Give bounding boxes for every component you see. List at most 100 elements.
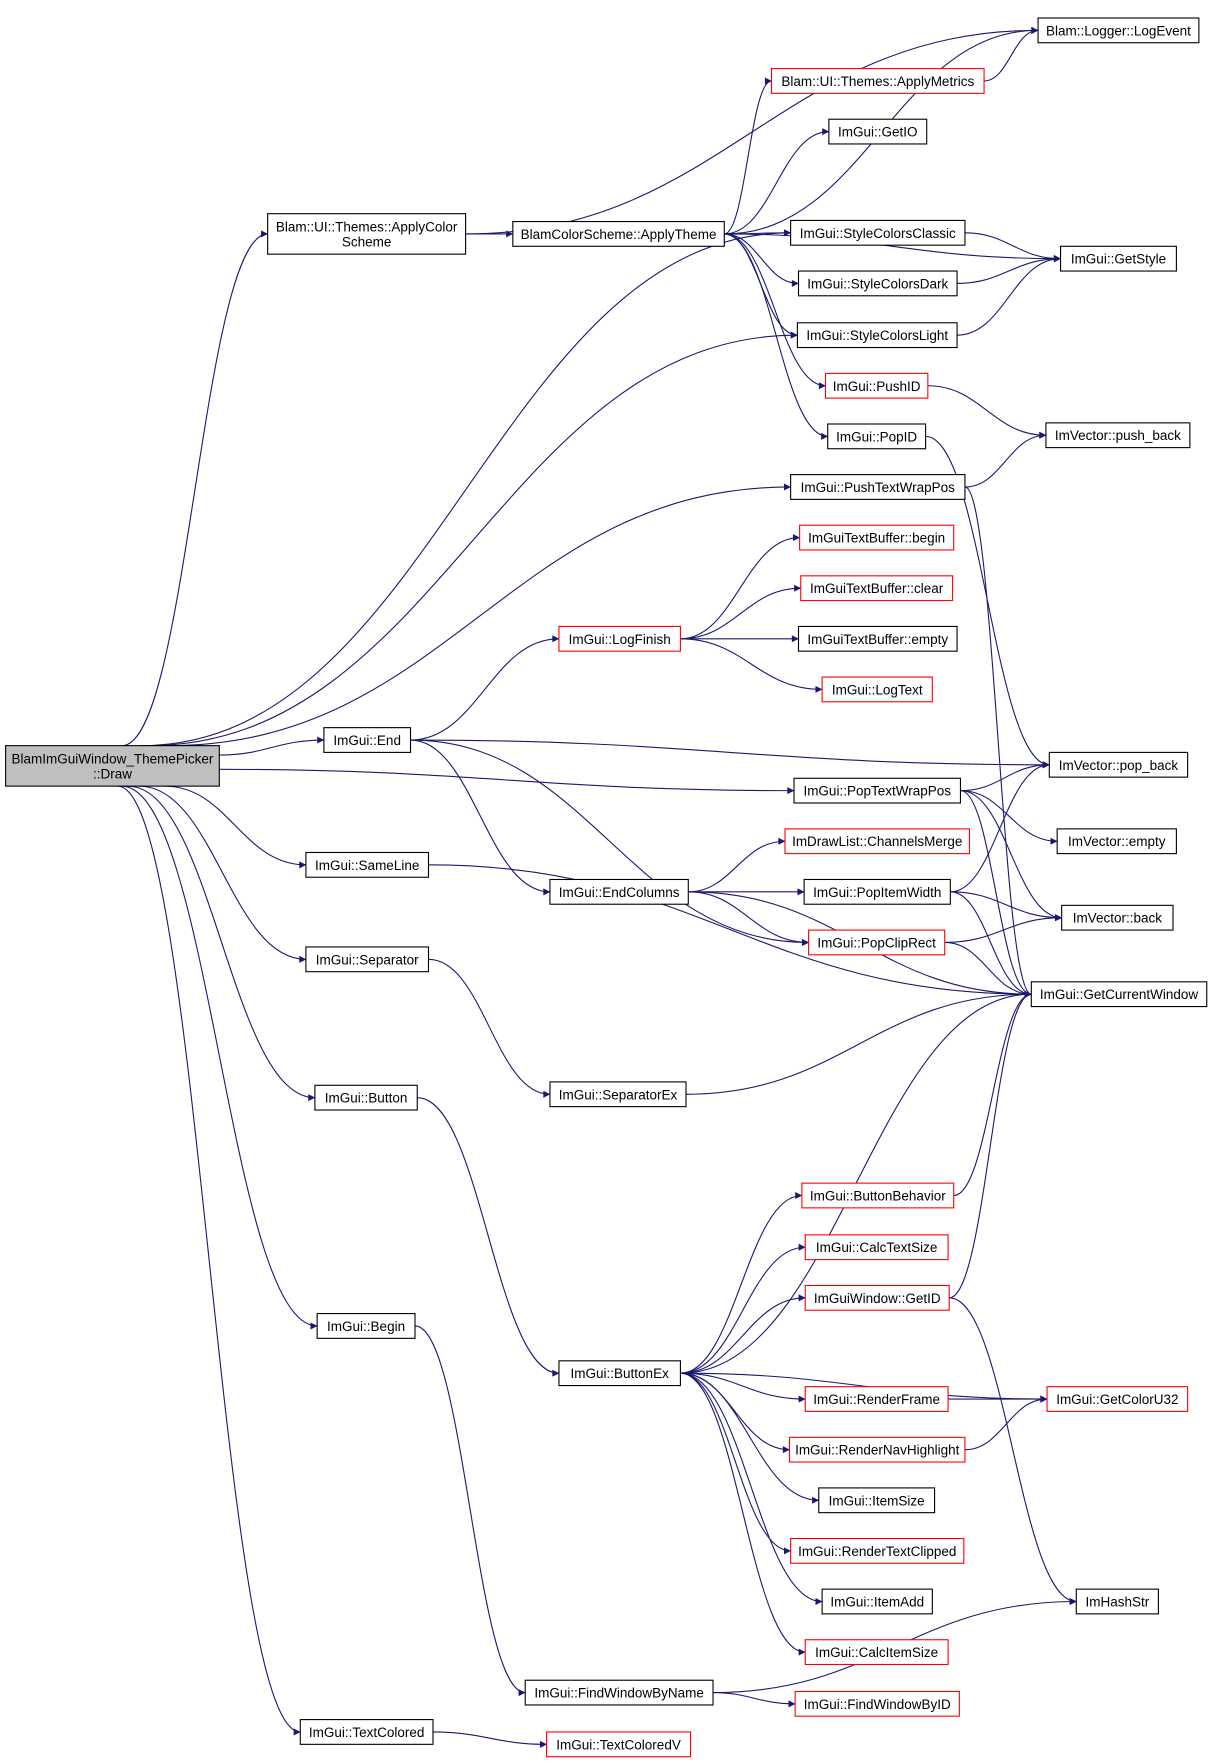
edge-begin-to-findWindowByName bbox=[414, 1325, 526, 1697]
node-logFinish[interactable]: ImGui::LogFinish bbox=[558, 625, 681, 652]
node-box bbox=[267, 213, 467, 255]
node-popID[interactable]: ImGui::PopID bbox=[827, 423, 927, 450]
node-calcItemSize[interactable]: ImGui::CalcItemSize bbox=[804, 1639, 949, 1666]
edge-draw-to-pushTextWrapPos bbox=[168, 483, 791, 747]
node-imHashStr[interactable]: ImHashStr bbox=[1075, 1588, 1159, 1615]
node-label: ImGui::StyleColorsDark bbox=[807, 276, 948, 291]
node-tbEmpty[interactable]: ImGuiTextBuffer::empty bbox=[797, 625, 958, 652]
node-separator[interactable]: ImGui::Separator bbox=[305, 946, 430, 973]
node-applyMetrics[interactable]: Blam::UI::Themes::ApplyMetrics bbox=[770, 68, 985, 94]
node-label: ImDrawList::ChannelsMerge bbox=[792, 834, 962, 849]
node-popItemWidth[interactable]: ImGui::PopItemWidth bbox=[803, 878, 951, 905]
node-pushTextWrapPos[interactable]: ImGui::PushTextWrapPos bbox=[790, 474, 966, 500]
node-box bbox=[796, 322, 958, 349]
node-box bbox=[828, 118, 928, 145]
node-colorsClassic[interactable]: ImGui::StyleColorsClassic bbox=[790, 219, 966, 246]
node-label: ImGui::PopItemWidth bbox=[813, 885, 941, 900]
edge-logFinish-to-tbClear bbox=[680, 584, 802, 640]
node-endColumns[interactable]: ImGui::EndColumns bbox=[549, 878, 689, 905]
edge-findWindowByName-to-findWindowByID bbox=[713, 1692, 796, 1708]
node-getStyle[interactable]: ImGui::GetStyle bbox=[1059, 245, 1177, 272]
node-begin[interactable]: ImGui::Begin bbox=[316, 1313, 416, 1339]
node-getCurrentWindow[interactable]: ImGui::GetCurrentWindow bbox=[1030, 981, 1208, 1008]
node-getColorU32[interactable]: ImGui::GetColorU32 bbox=[1046, 1386, 1189, 1412]
node-popClipRect[interactable]: ImGui::PopClipRect bbox=[808, 929, 946, 956]
edge-popTextWrapPos-to-vecEmpty bbox=[960, 790, 1058, 845]
edge-logFinish-to-logText bbox=[680, 638, 823, 693]
node-label: ImGui::PopClipRect bbox=[817, 935, 936, 950]
node-box bbox=[558, 1360, 681, 1387]
node-end[interactable]: ImGui::End bbox=[323, 727, 412, 753]
node-itemSize[interactable]: ImGui::ItemSize bbox=[818, 1487, 936, 1514]
node-box bbox=[803, 878, 951, 905]
edge-buttonEx-to-buttonBehavior bbox=[680, 1192, 803, 1374]
node-logText[interactable]: ImGui::LogText bbox=[821, 676, 933, 703]
edge-draw-to-popTextWrapPos bbox=[219, 768, 795, 795]
node-tbClear[interactable]: ImGuiTextBuffer::clear bbox=[800, 575, 954, 602]
edge-buttonEx-to-getColorU32 bbox=[680, 1372, 1048, 1403]
node-box bbox=[797, 625, 958, 652]
node-getIO[interactable]: ImGui::GetIO bbox=[828, 118, 928, 145]
node-sameLine[interactable]: ImGui::SameLine bbox=[305, 851, 430, 878]
node-label: ImGui::TextColored bbox=[309, 1725, 425, 1740]
node-box bbox=[804, 1234, 949, 1261]
node-box bbox=[821, 676, 933, 703]
node-getID[interactable]: ImGuiWindow::GetID bbox=[804, 1284, 950, 1311]
node-channelsMerge[interactable]: ImDrawList::ChannelsMerge bbox=[784, 828, 970, 855]
node-label: ImGui::Button bbox=[325, 1091, 408, 1106]
node-logEvent[interactable]: Blam::Logger::LogEvent bbox=[1037, 17, 1200, 44]
edge-buttonBehavior-to-getCurrentWindow bbox=[953, 990, 1032, 1197]
node-box bbox=[1056, 828, 1177, 855]
node-box bbox=[793, 777, 962, 804]
node-findWindowByName[interactable]: ImGui::FindWindowByName bbox=[524, 1679, 714, 1706]
node-findWindowByID[interactable]: ImGui::FindWindowByID bbox=[794, 1690, 960, 1717]
node-label: ImGui::PushID bbox=[833, 379, 921, 394]
node-label: BlamImGuiWindow_ThemePicker bbox=[12, 751, 214, 766]
node-box bbox=[827, 423, 927, 450]
edge-end-to-endColumns bbox=[410, 739, 551, 896]
node-box bbox=[1046, 1386, 1189, 1412]
node-tbBegin[interactable]: ImGuiTextBuffer::begin bbox=[799, 524, 955, 551]
node-renderNavHighlight[interactable]: ImGui::RenderNavHighlight bbox=[788, 1436, 966, 1463]
node-colorsLight[interactable]: ImGui::StyleColorsLight bbox=[796, 322, 958, 349]
node-label: ImGui::Separator bbox=[316, 952, 419, 967]
node-label: ImVector::back bbox=[1073, 911, 1163, 926]
node-box bbox=[305, 946, 430, 973]
node-pushBack[interactable]: ImVector::push_back bbox=[1045, 422, 1191, 449]
edge-getID-to-getCurrentWindow bbox=[949, 990, 1032, 1299]
node-box bbox=[524, 1679, 714, 1706]
node-buttonEx[interactable]: ImGui::ButtonEx bbox=[558, 1360, 681, 1387]
edge-popClipRect-to-getCurrentWindow bbox=[944, 941, 1032, 998]
node-label: ImGui::ButtonBehavior bbox=[810, 1189, 946, 1204]
node-pushID[interactable]: ImGui::PushID bbox=[824, 372, 929, 399]
node-draw[interactable]: BlamImGuiWindow_ThemePicker::Draw bbox=[5, 745, 220, 787]
node-box bbox=[1061, 904, 1174, 931]
node-blamApplyTheme[interactable]: BlamColorScheme::ApplyTheme bbox=[512, 221, 725, 247]
node-button[interactable]: ImGui::Button bbox=[314, 1084, 418, 1111]
node-renderFrame[interactable]: ImGui::RenderFrame bbox=[804, 1386, 949, 1412]
node-calcTextSize[interactable]: ImGui::CalcTextSize bbox=[804, 1234, 949, 1261]
node-textColored[interactable]: ImGui::TextColored bbox=[299, 1719, 434, 1745]
node-vecEmpty[interactable]: ImVector::empty bbox=[1056, 828, 1177, 855]
node-colorsDark[interactable]: ImGui::StyleColorsDark bbox=[797, 270, 958, 297]
node-textColoredV[interactable]: ImGui::TextColoredV bbox=[546, 1731, 692, 1758]
node-box bbox=[808, 929, 946, 956]
node-label: ImGui::GetCurrentWindow bbox=[1040, 987, 1199, 1002]
node-separatorEx[interactable]: ImGui::SeparatorEx bbox=[549, 1081, 687, 1108]
node-popTextWrapPos[interactable]: ImGui::PopTextWrapPos bbox=[793, 777, 962, 804]
edge-blamApplyTheme-to-getStyle bbox=[724, 233, 1061, 263]
node-label: ImGui::SameLine bbox=[315, 858, 419, 873]
edge-pushID-to-pushBack bbox=[927, 385, 1047, 439]
node-vecBack[interactable]: ImVector::back bbox=[1061, 904, 1174, 931]
node-buttonBehavior[interactable]: ImGui::ButtonBehavior bbox=[801, 1182, 955, 1209]
edge-end-to-logFinish bbox=[410, 635, 560, 741]
node-box bbox=[316, 1313, 416, 1339]
node-renderTextClipped[interactable]: ImGui::RenderTextClipped bbox=[790, 1537, 965, 1564]
node-label: ImGui::GetColorU32 bbox=[1056, 1392, 1178, 1407]
node-itemAdd[interactable]: ImGui::ItemAdd bbox=[821, 1588, 933, 1615]
node-popBack[interactable]: ImVector::pop_back bbox=[1048, 751, 1189, 778]
node-box bbox=[1037, 17, 1200, 44]
edge-separatorEx-to-getCurrentWindow bbox=[686, 990, 1032, 1095]
edge-draw-to-colorsLight bbox=[148, 331, 798, 747]
